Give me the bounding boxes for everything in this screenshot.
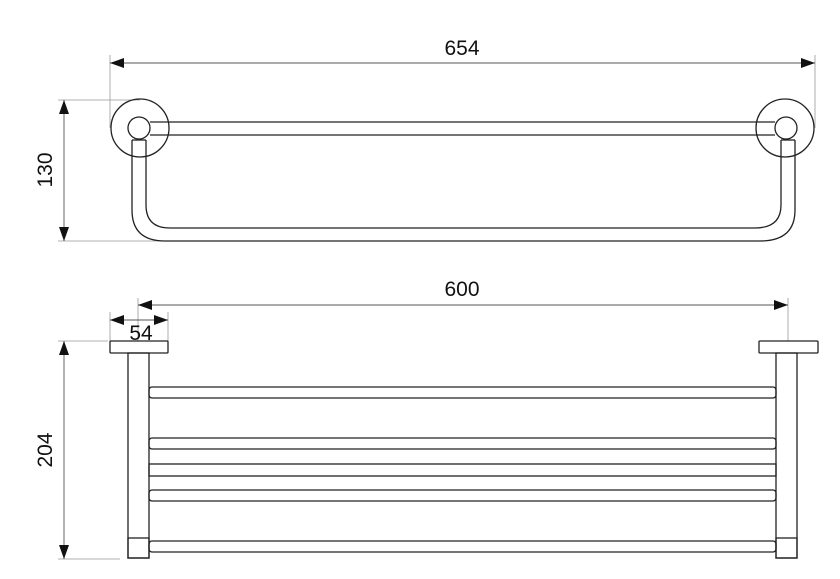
dimension-label-span: 600 bbox=[444, 278, 479, 301]
left-bar-end bbox=[127, 116, 151, 140]
arrow-icon bbox=[59, 100, 69, 114]
arrow-icon bbox=[138, 300, 152, 310]
arrow-icon bbox=[154, 315, 168, 325]
right-post-cap bbox=[775, 537, 798, 559]
right-post bbox=[775, 352, 798, 559]
dimension-label-height: 130 bbox=[34, 152, 57, 187]
arrow-icon bbox=[110, 58, 124, 68]
right-wall-plate bbox=[758, 340, 819, 354]
left-post-cap bbox=[127, 537, 150, 559]
arrow-icon bbox=[110, 315, 124, 325]
top-view: 654 130 bbox=[34, 37, 816, 242]
arrow-icon bbox=[59, 227, 69, 241]
dimension-label-height: 204 bbox=[34, 432, 57, 467]
right-bar-end bbox=[774, 116, 798, 140]
left-post bbox=[127, 352, 150, 559]
dimension-label-width: 654 bbox=[444, 37, 479, 60]
left-flange bbox=[110, 98, 170, 158]
u-rail-outer bbox=[131, 140, 796, 242]
arrow-icon bbox=[801, 58, 815, 68]
arrow-icon bbox=[59, 545, 69, 559]
front-view: 600 54 204 bbox=[34, 278, 819, 560]
dimension-label-flange: 54 bbox=[129, 322, 153, 345]
right-flange bbox=[755, 98, 815, 158]
arrow-icon bbox=[774, 300, 788, 310]
arrow-icon bbox=[59, 341, 69, 355]
u-rail-inner bbox=[145, 140, 782, 229]
shelf-bars bbox=[148, 386, 777, 553]
